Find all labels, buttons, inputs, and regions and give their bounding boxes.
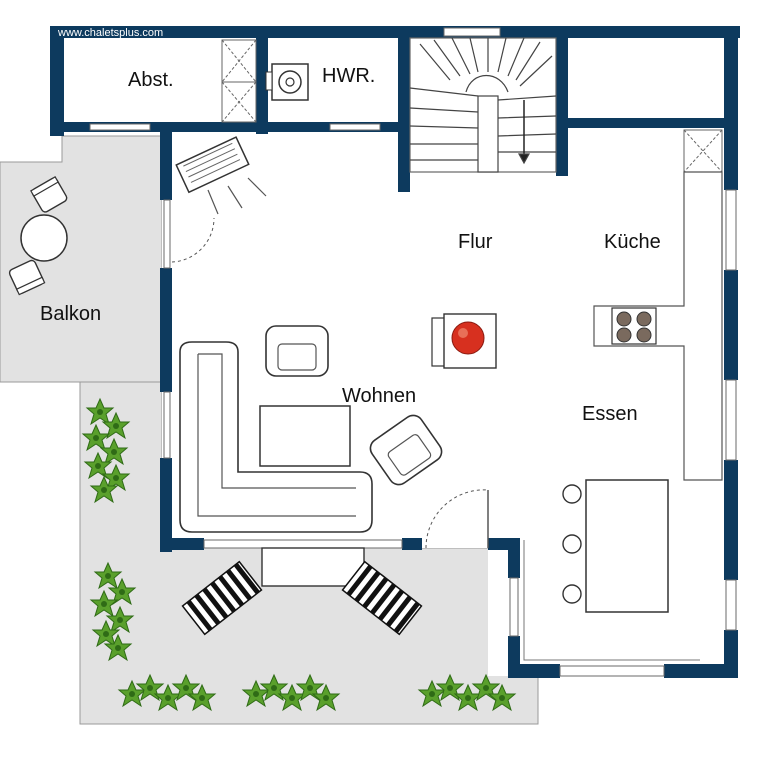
room-label-essen: Essen: [582, 403, 638, 425]
room-label-wohnen: Wohnen: [342, 385, 416, 407]
window: [559, 665, 665, 677]
sofa-icon: [179, 341, 373, 533]
armchair-icon: [369, 414, 443, 486]
walls: [50, 26, 740, 678]
window: [725, 189, 737, 271]
window: [443, 27, 501, 37]
room-label-balkon: Balkon: [40, 303, 101, 325]
window: [725, 579, 737, 631]
room-label-hwr: HWR.: [322, 65, 375, 87]
window: [163, 391, 171, 459]
room-label-abst: Abst.: [128, 69, 174, 91]
fireplace-icon: [431, 313, 497, 369]
window: [509, 577, 519, 637]
window: [163, 199, 171, 269]
coffee-table: [259, 405, 351, 467]
balcony-area: [0, 135, 163, 383]
sun-lounger-icon: [181, 560, 263, 636]
windows: [89, 27, 737, 677]
stool: [562, 484, 582, 504]
piano-icon: [175, 136, 267, 215]
storage-cabinets: [221, 39, 723, 173]
window: [89, 123, 151, 131]
sun-lounger-icon: [341, 560, 423, 636]
room-label-kueche: Küche: [604, 231, 661, 253]
watermark: www.chaletsplus.com: [57, 27, 163, 39]
window: [203, 539, 403, 549]
room-label-flur: Flur: [458, 231, 493, 253]
doors: [171, 217, 489, 549]
bistro-table-icon: [8, 176, 68, 296]
balcony-door-swing: [171, 217, 215, 263]
terrace-bench: [261, 547, 365, 587]
armchair-icon: [265, 325, 329, 377]
stove-icon: [611, 307, 657, 345]
dining-table: [523, 479, 700, 661]
window: [725, 379, 737, 461]
window: [329, 123, 381, 131]
stairs-icon: [409, 37, 557, 173]
kitchen-counter: [593, 171, 723, 481]
boiler-icon: [265, 63, 309, 101]
stool: [562, 534, 582, 554]
stool: [562, 584, 582, 604]
